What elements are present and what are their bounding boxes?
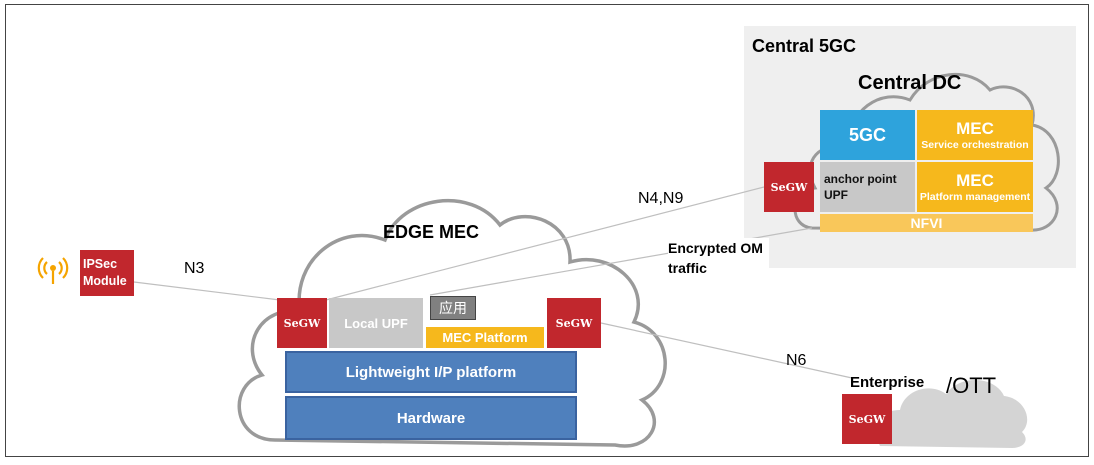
edge-segw-right: SeGW [547, 298, 601, 348]
fivegc-block: 5GC [820, 110, 915, 160]
antenna-icon [37, 257, 69, 284]
central-segw: SeGW [764, 162, 814, 212]
anchor-upf-block: anchor point UPF [820, 162, 915, 212]
enterprise-segw: SeGW [842, 394, 892, 444]
fivegc-label: 5GC [848, 124, 886, 145]
mec-platform-mgmt-block: MEC Platform management [917, 162, 1033, 212]
link-n4n9 [325, 186, 765, 301]
mec-orchestration-sub: Service orchestration [921, 139, 1029, 151]
local-upf-block: Local UPF [329, 298, 423, 348]
anchor-upf-label: anchor point UPF [824, 172, 897, 202]
mec-platform-label: MEC Platform [442, 330, 528, 345]
edge-segw-left: SeGW [277, 298, 327, 348]
ott-label: /OTT [946, 373, 997, 398]
central-segw-label: SeGW [770, 180, 808, 194]
encrypted-om-label: Encrypted OM traffic [668, 238, 769, 278]
n4n9-label: N4,N9 [638, 190, 684, 207]
edge-segw-left-label: SeGW [283, 316, 321, 330]
edge-mec-title: EDGE MEC [383, 222, 480, 242]
edge-mec-cloud [237, 199, 667, 448]
ipsec-module-label: IPSec Module [83, 257, 127, 288]
lightweight-platform-label: Lightweight I/P platform [345, 363, 517, 381]
hardware-block: Hardware [285, 396, 577, 440]
ipsec-module: IPSec Module [80, 250, 134, 296]
mec-platform-block: MEC Platform [426, 327, 544, 348]
mec-orchestration-block: MEC Service orchestration [917, 110, 1033, 160]
link-n3 [133, 281, 281, 301]
n3-label: N3 [184, 260, 205, 277]
central-dc-title: Central DC [858, 72, 962, 94]
app-label: 应用 [439, 300, 467, 316]
nfvi-block: NFVI [820, 214, 1033, 232]
enterprise-label: Enterprise [850, 374, 925, 391]
central-5gc-title: Central 5GC [752, 36, 857, 56]
n6-label: N6 [786, 352, 807, 369]
app-block: 应用 [430, 296, 476, 320]
enterprise-segw-label: SeGW [848, 412, 886, 426]
local-upf-label: Local UPF [344, 315, 408, 331]
lightweight-platform-block: Lightweight I/P platform [285, 351, 577, 393]
hardware-label: Hardware [396, 409, 466, 427]
edge-segw-right-label: SeGW [555, 316, 593, 330]
link-n6 [600, 322, 853, 379]
mec-orchestration-title: MEC [956, 119, 994, 138]
mec-platform-mgmt-title: MEC [956, 171, 994, 190]
diagram-frame [5, 4, 1089, 457]
mec-platform-mgmt-sub: Platform management [919, 191, 1031, 203]
nfvi-label: NFVI [910, 215, 943, 231]
enterprise-cloud [876, 379, 1028, 448]
